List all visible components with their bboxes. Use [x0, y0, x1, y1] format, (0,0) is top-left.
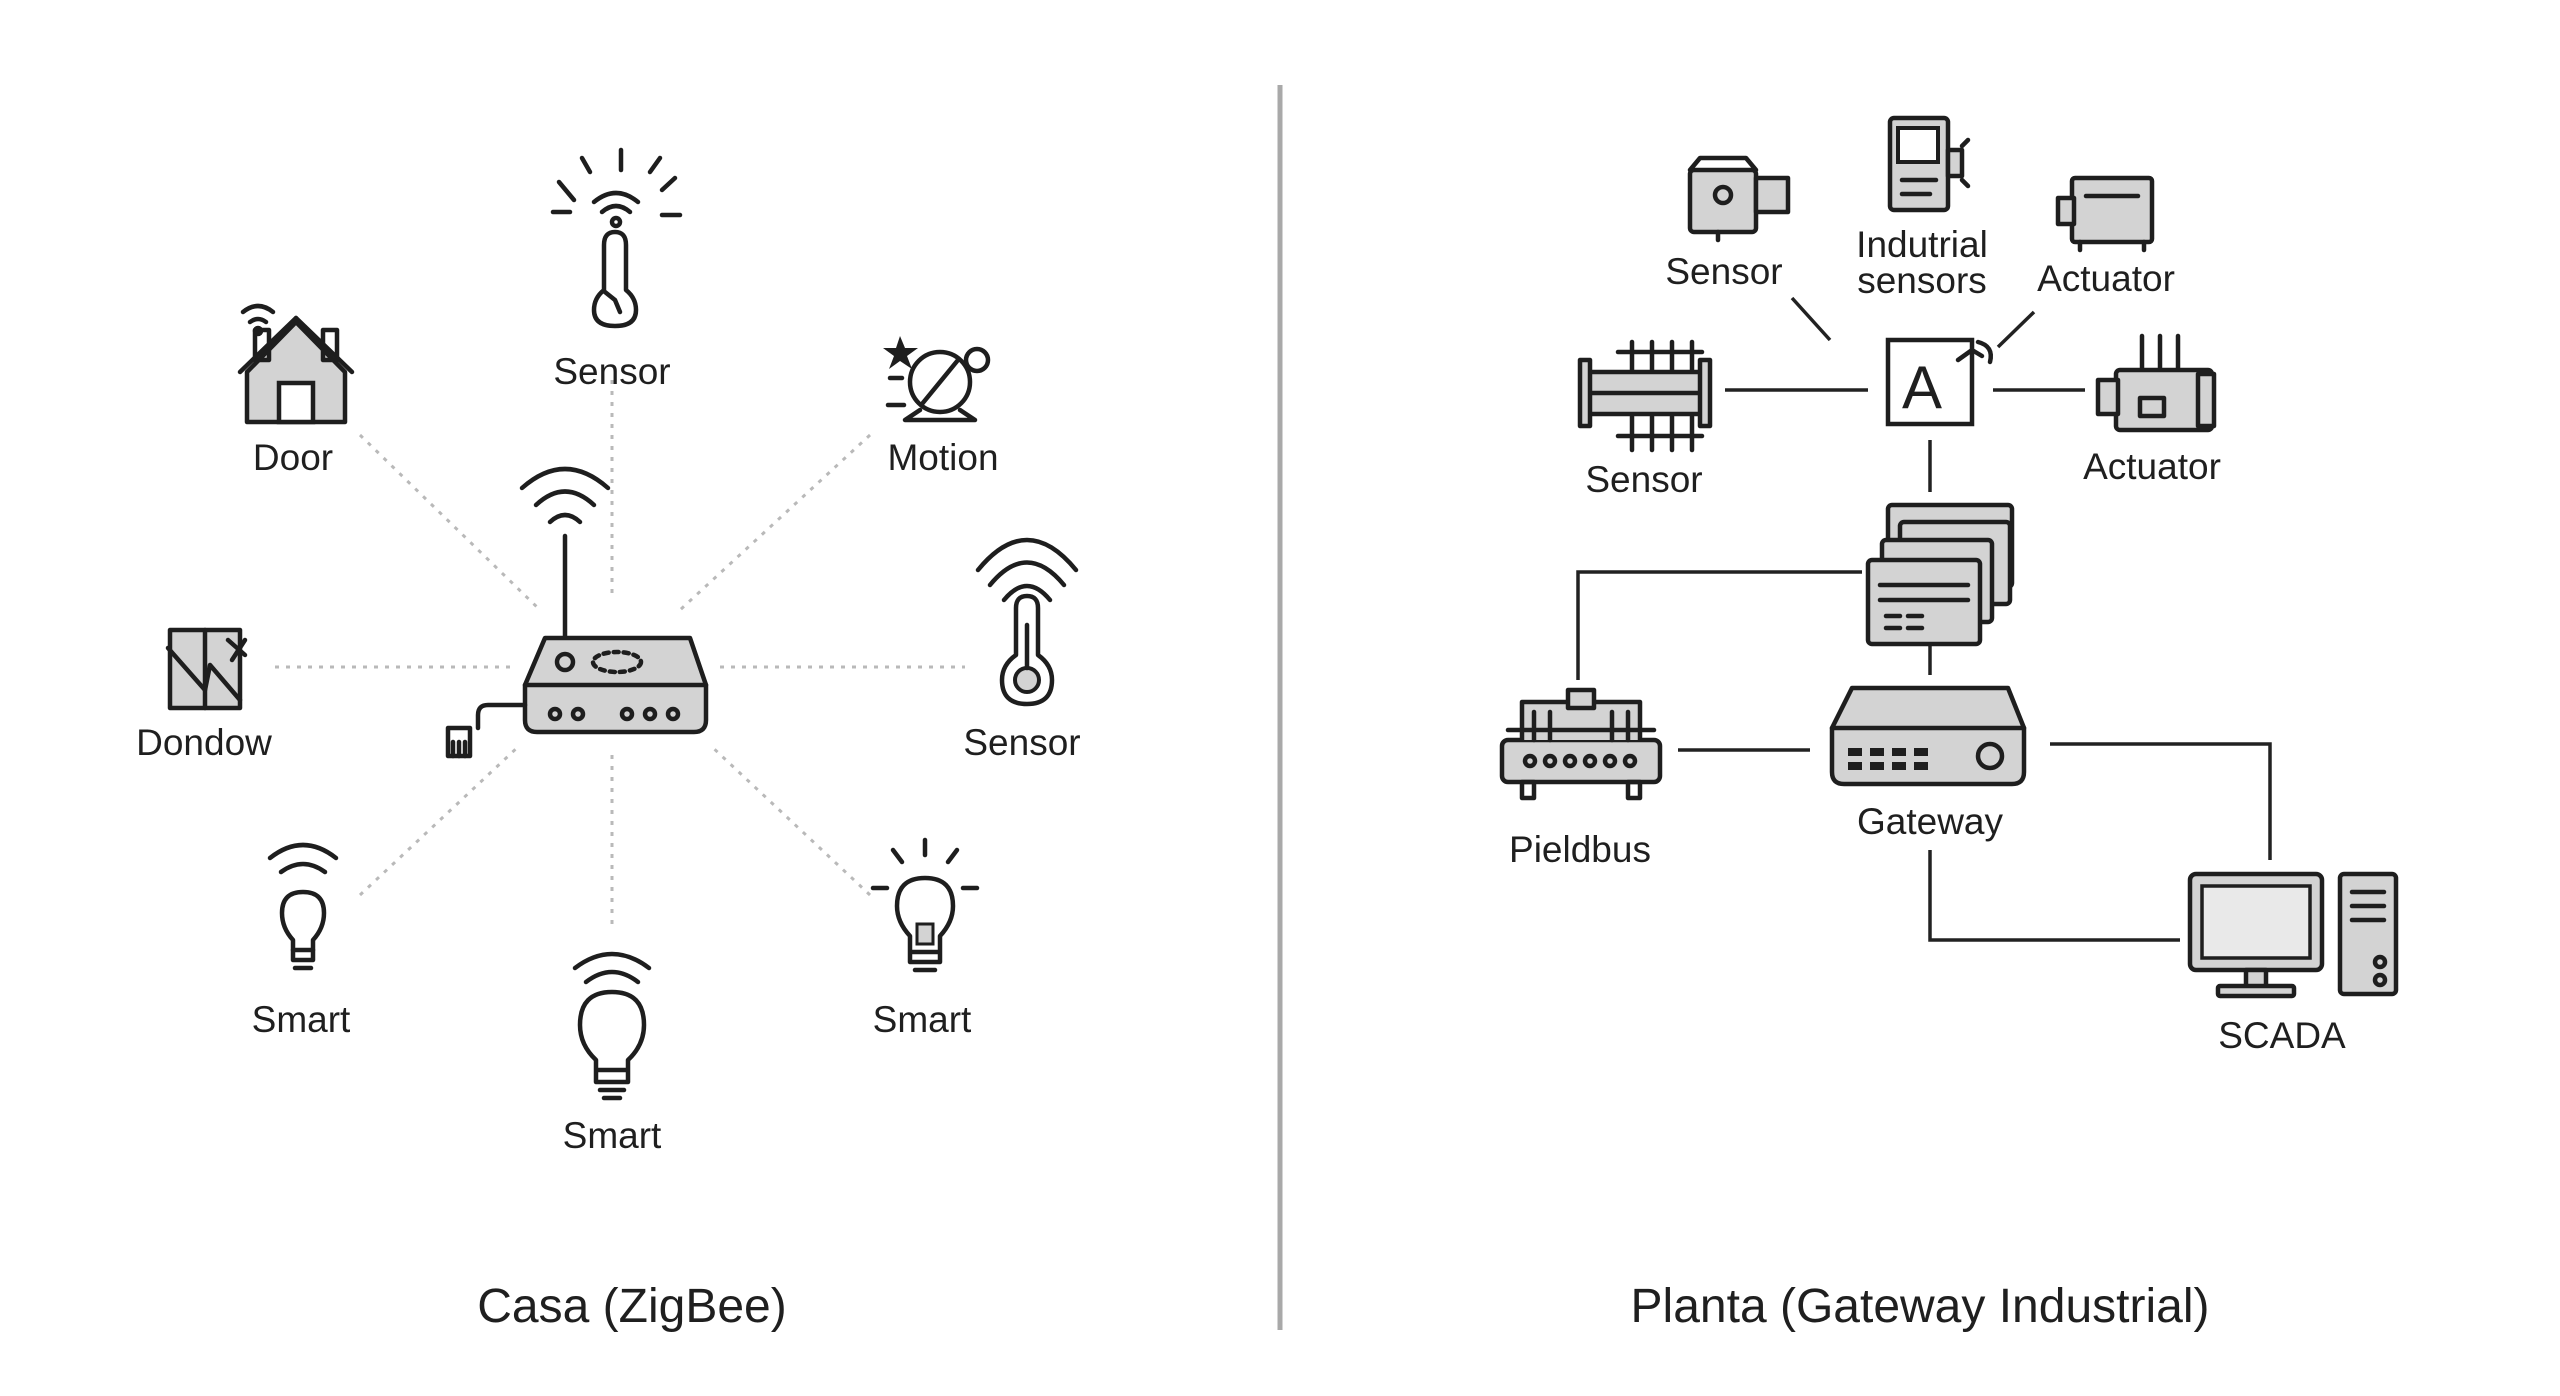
sensor-right-label: Sensor	[963, 722, 1080, 763]
industrial-network-caption: Planta (Gateway Industrial)	[1631, 1280, 2210, 1333]
gateway-device-icon	[1829, 685, 2027, 787]
io-module-stack-icon	[1865, 502, 2015, 647]
sensor-manifold-icon	[1577, 339, 1713, 453]
sensor-top-label: Sensor	[553, 351, 670, 392]
door-label: Door	[253, 437, 333, 478]
actuator-top-label: Actuator	[2037, 258, 2175, 299]
temperature-probe-icon	[550, 147, 683, 329]
smart-bulb-icon-bottom	[572, 951, 652, 1101]
home-network-caption: Casa (ZigBee)	[477, 1280, 786, 1333]
camera-sensor-icon	[1687, 155, 1791, 243]
home-links	[275, 380, 965, 930]
smart-bulb-icon-right	[870, 837, 980, 973]
window-sensor-icon	[165, 627, 248, 711]
door-house-icon	[237, 303, 355, 425]
smart-left-label: Smart	[252, 999, 351, 1040]
sensor-manifold-label: Sensor	[1585, 459, 1702, 500]
scada-workstation-icon	[2187, 871, 2399, 999]
industrial-sensor-device-icon	[1887, 115, 1971, 213]
smart-bulb-icon-left	[267, 842, 339, 971]
actuator-right-label: Actuator	[2083, 446, 2221, 487]
industrial-sensors-label-line2: sensors	[1857, 260, 1987, 301]
industrial-links	[1576, 296, 2272, 942]
industrial-network-panel: Sensor Indutrial sensors Actuator	[1499, 115, 2399, 1333]
motion-label: Motion	[887, 437, 998, 478]
motion-sensor-icon	[883, 336, 991, 423]
thermometer-icon	[975, 537, 1079, 707]
smart-right-label: Smart	[873, 999, 972, 1040]
actuator-right-icon	[2095, 333, 2217, 433]
gateway-label: Gateway	[1857, 801, 2004, 842]
smart-bottom-label: Smart	[563, 1115, 662, 1156]
fieldbus-label: Pieldbus	[1509, 829, 1651, 870]
controller-letter: A	[1902, 354, 1942, 421]
industrial-sensors-label-line1: Indutrial	[1856, 224, 1988, 265]
scada-label: SCADA	[2218, 1015, 2346, 1056]
home-network-panel: Sensor Door Motion	[136, 147, 1081, 1333]
zigbee-hub-router-icon	[445, 466, 709, 759]
window-label: Dondow	[136, 722, 272, 763]
actuator-top-icon	[2055, 175, 2155, 253]
fieldbus-device-icon	[1499, 687, 1663, 801]
controller-module-icon: A	[1885, 337, 1993, 427]
sensor-camera-label: Sensor	[1665, 251, 1782, 292]
